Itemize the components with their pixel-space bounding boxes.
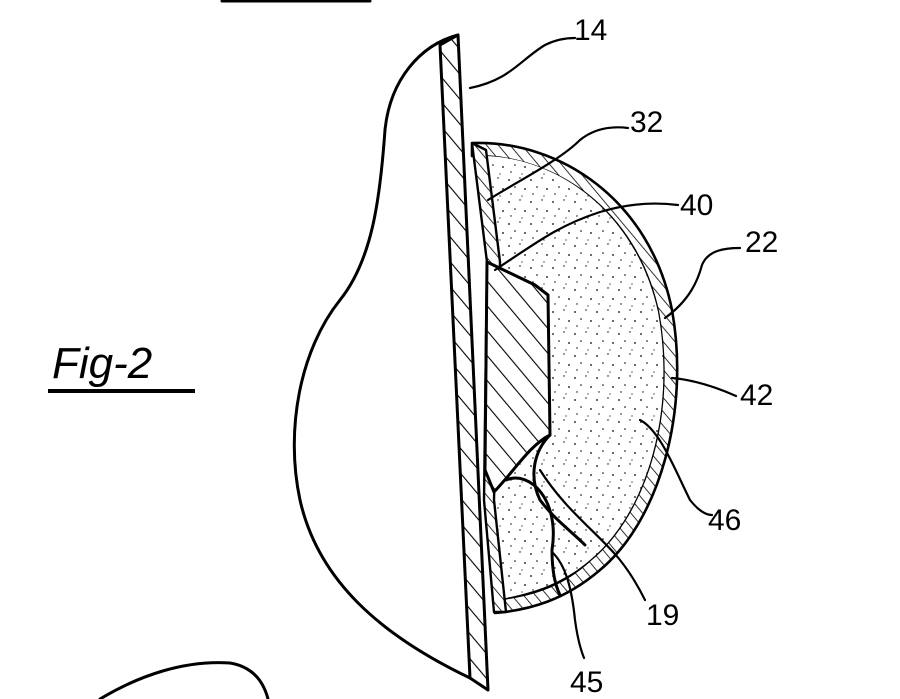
bracket-40 [483, 260, 552, 494]
inner-boundary-19 [532, 433, 587, 547]
leader-46 [638, 418, 714, 517]
surface-45 [504, 476, 562, 597]
leader-22 [663, 246, 742, 320]
ref-45: 45 [570, 666, 603, 699]
leader-32 [486, 126, 630, 202]
leader-45 [550, 550, 586, 660]
ref-14: 14 [574, 14, 607, 47]
ref-32: 32 [630, 106, 663, 139]
leader-19 [538, 468, 647, 602]
ref-46: 46 [708, 504, 741, 537]
leader-42 [670, 376, 738, 398]
bottom-partial-curve [98, 661, 270, 699]
ref-22: 22 [745, 226, 778, 259]
ref-40: 40 [680, 189, 713, 222]
ref-42: 42 [740, 379, 773, 412]
figure-label: Fig-2 [52, 339, 152, 388]
fill-material-46 [485, 156, 664, 600]
ref-19: 19 [646, 599, 679, 632]
wall-14 [438, 33, 490, 692]
housing-body [292, 33, 472, 680]
leader-14 [468, 36, 577, 90]
leader-40 [493, 202, 680, 272]
